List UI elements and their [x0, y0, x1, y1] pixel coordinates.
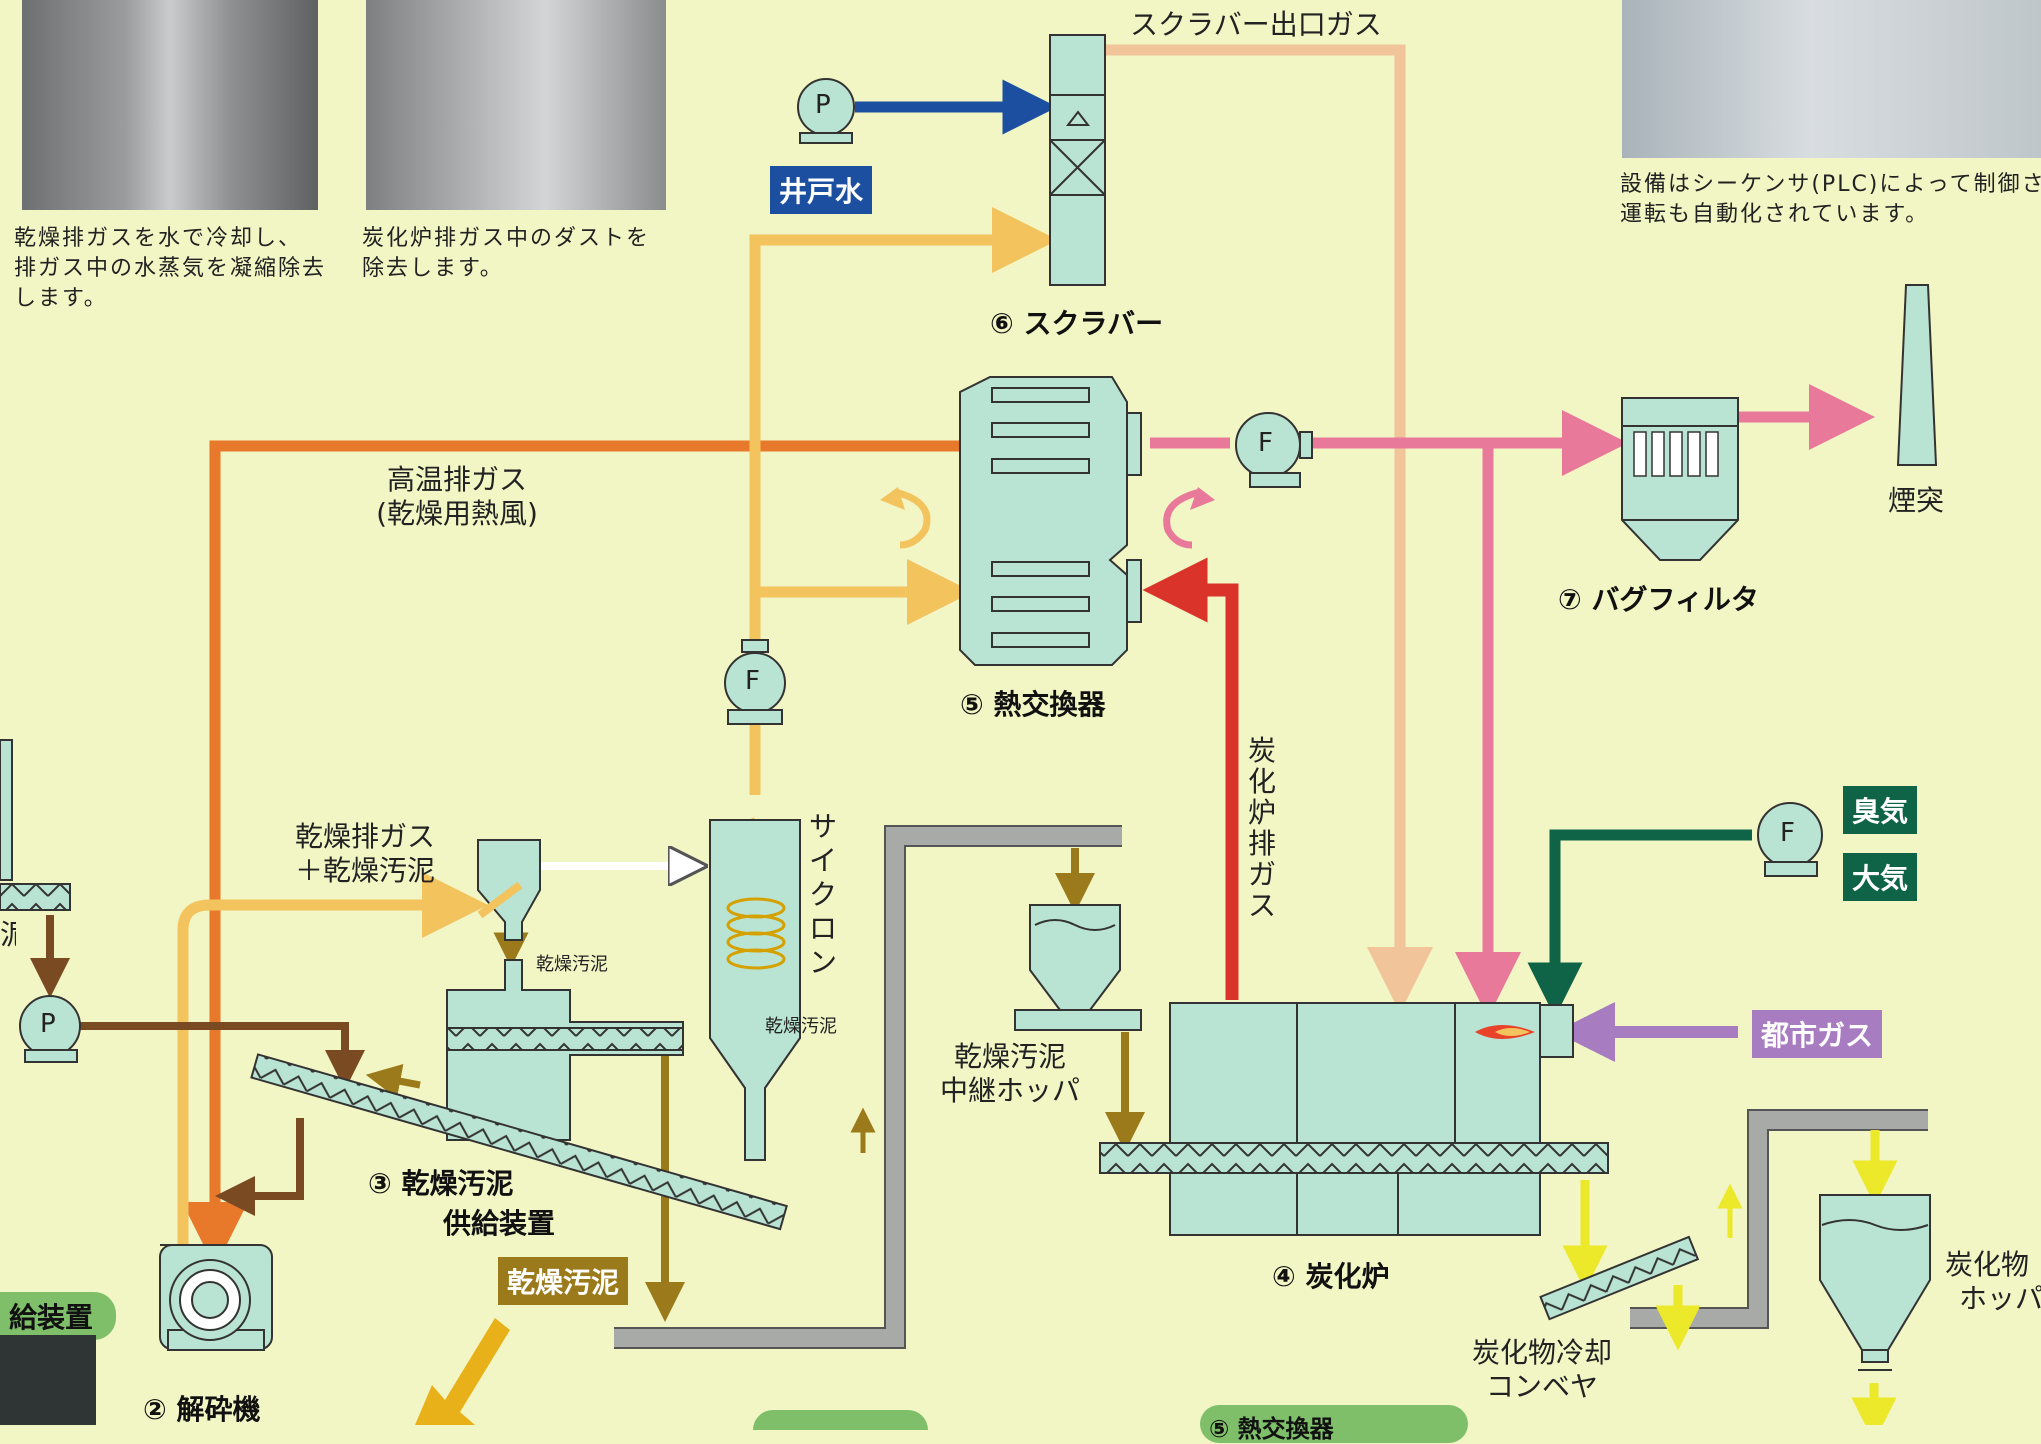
label-dried-sludge-small: 乾燥汚泥: [765, 1016, 837, 1037]
pointer-arrow: [415, 1318, 510, 1425]
photo-bottom-left: [0, 1335, 96, 1425]
hot-exhaust-line: [182, 440, 960, 1268]
name-crusher: ② 解砕機: [143, 1393, 261, 1426]
clean-gas-lines: [1150, 384, 1875, 1018]
carbide-lines: [1562, 1130, 1898, 1425]
label-dried-sludge-small: 乾燥汚泥: [536, 954, 608, 975]
fan-f-label: F: [1258, 428, 1273, 458]
tag-dried-sludge: 乾燥汚泥: [498, 1257, 629, 1305]
photo-condenser: [22, 0, 318, 210]
caption-photo1: 乾燥排ガスを水で冷却し、排ガス中の水蒸気を凝縮除去します。: [14, 226, 327, 311]
photo-control-room: [1622, 0, 2041, 158]
tag-well-water: 井戸水: [770, 166, 873, 214]
label-dry-exhaust: 乾燥排ガス＋乾燥汚泥: [294, 820, 435, 887]
fan-cyclone: [724, 639, 786, 725]
bag-filter: [1621, 397, 1739, 561]
dry-gas-lines: [177, 207, 1058, 1255]
name-sludge-feeder: ③ 乾燥汚泥供給装置: [368, 1167, 556, 1240]
cyclone: [709, 819, 801, 1161]
label-scrubber-outlet-gas: スクラバー出口ガス: [1130, 8, 1382, 41]
sludge-lines: [30, 915, 365, 1216]
photo-dust-remover: [366, 0, 666, 210]
pump-well-water: [797, 78, 855, 144]
relay-hopper: [1014, 904, 1142, 1031]
scrubber: [1049, 34, 1106, 286]
caption-photo3: 設備はシーケンサ(PLC)によって制御さ運転も自動化されています。: [1620, 172, 2041, 227]
odor-air-line: [1527, 829, 1752, 1018]
carbide-hopper: [1819, 1194, 1931, 1371]
name-bag-filter: ⑦ バグフィルタ: [1558, 583, 1759, 616]
fan-heat-exchanger-outlet: [1235, 412, 1313, 488]
label-hot-exhaust: 高温排ガス(乾燥用熱風): [376, 463, 538, 530]
name-carbonization-furnace: ④ 炭化炉: [1272, 1260, 1390, 1293]
label-left-edge: 泥: [0, 918, 16, 951]
label-relay-hopper: 乾燥汚泥中継ホッパ: [939, 1040, 1080, 1107]
label-cyclone: サイクロン: [808, 810, 837, 979]
carbide-cooling-conveyor: [1539, 1235, 1700, 1321]
sludge-feeder: [446, 839, 684, 1141]
fan-f-label: F: [745, 666, 760, 696]
grey-duct-left: [614, 825, 1122, 1349]
stack: [1896, 284, 1938, 466]
fan-f-label: F: [1780, 818, 1795, 848]
fan-odor: [1757, 802, 1823, 877]
tag-atmosphere: 大気: [1843, 853, 1918, 901]
name-scrubber: ⑥ スクラバー: [990, 307, 1164, 340]
heat-exchanger: [880, 376, 1215, 666]
furnace-exhaust-line: [1142, 557, 1239, 1000]
carbonization-furnace: [1099, 1002, 1609, 1236]
crusher: [159, 1244, 273, 1351]
pump-p-label: P: [815, 90, 831, 120]
tag-odor: 臭気: [1843, 786, 1918, 834]
label-carbide-hopper: 炭化物ホッパ: [1945, 1248, 2041, 1315]
label-furnace-exhaust: 炭化炉排ガス: [1247, 734, 1276, 922]
left-conveyor: [0, 739, 71, 911]
label-cooling-conveyor: 炭化物冷却コンベヤ: [1471, 1336, 1612, 1403]
name-heat-exchanger: ⑤ 熱交換器: [960, 688, 1106, 721]
inclined-screw-conveyor: [250, 1053, 788, 1231]
scrubber-outlet-line: [1100, 44, 1433, 1013]
green-tab-bottom: [753, 1410, 928, 1430]
pump-sludge: [19, 995, 81, 1063]
tag-heat-exchanger-green: ⑤ 熱交換器: [1200, 1405, 1468, 1443]
tag-feeder-green: 給装置: [0, 1292, 116, 1340]
tag-city-gas: 都市ガス: [1752, 1010, 1883, 1058]
pump-p-label: P: [40, 1009, 56, 1039]
label-stack: 煙突: [1888, 484, 1945, 517]
caption-photo2: 炭化炉排ガス中のダストを除去します。: [362, 226, 651, 281]
